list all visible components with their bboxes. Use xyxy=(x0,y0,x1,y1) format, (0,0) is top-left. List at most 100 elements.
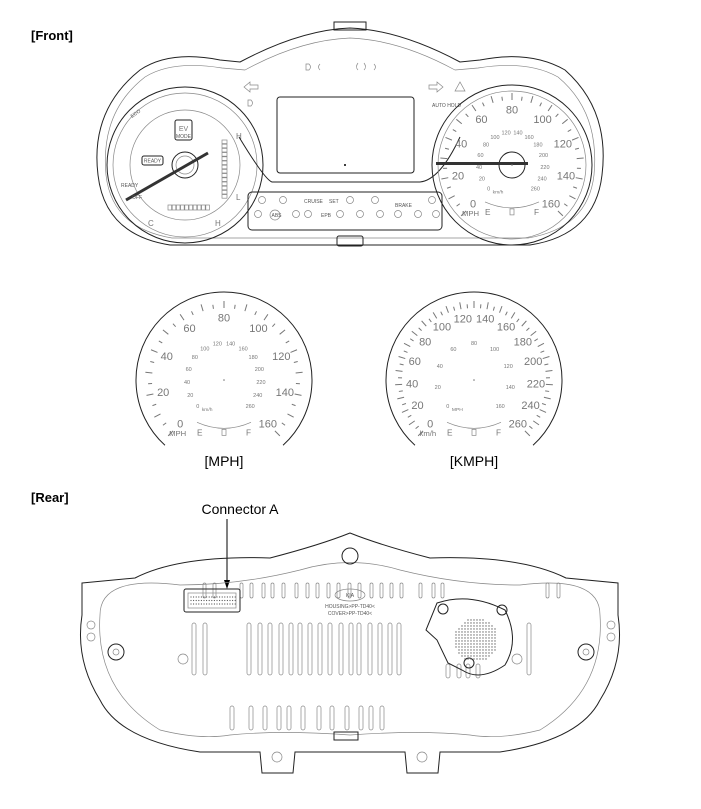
outer-speed-label: 60 xyxy=(475,114,487,126)
fuel-empty-label: E xyxy=(197,428,203,437)
speed-tick xyxy=(263,314,269,321)
inner-speed-label: 80 xyxy=(192,355,198,361)
speed-tick xyxy=(415,425,420,430)
speed-tick xyxy=(499,305,503,313)
speed-tick xyxy=(411,330,418,336)
inner-unit-label: MPH xyxy=(452,407,463,413)
speed-tick xyxy=(521,320,527,327)
speed-tick xyxy=(563,203,568,207)
charge-segment xyxy=(221,169,228,174)
inner-speed-label: 60 xyxy=(450,347,456,353)
inner-speed-label: 20 xyxy=(479,177,485,183)
vent-slot xyxy=(456,663,462,679)
speed-tick xyxy=(294,393,302,396)
outer-speed-label: 140 xyxy=(557,170,575,182)
speed-tick xyxy=(545,369,553,372)
speed-tick xyxy=(179,314,185,321)
cover-material-label: COVER>PP-TD40< xyxy=(328,611,372,617)
inner-speed-label: 160 xyxy=(524,135,533,141)
inner-speed-label: 160 xyxy=(239,346,248,352)
vent-slot xyxy=(262,705,268,731)
inner-speed-label: 60 xyxy=(186,367,192,373)
warning-lamp-icon xyxy=(254,210,262,218)
speed-tick xyxy=(401,403,407,406)
vent-slot xyxy=(418,582,423,599)
outer-speed-label: 240 xyxy=(521,400,539,412)
temp-segment xyxy=(171,204,177,211)
inner-speed-label: 260 xyxy=(246,404,255,410)
mph-caption: [MPH] xyxy=(205,453,244,469)
speed-tick xyxy=(543,396,551,400)
speed-tick xyxy=(146,393,154,396)
vent-slot xyxy=(465,663,471,679)
inner-speed-label: 40 xyxy=(184,380,190,386)
speed-tick xyxy=(539,102,542,107)
vent-slot xyxy=(202,582,207,599)
inner-speed-label: 20 xyxy=(435,385,441,391)
vent-slot xyxy=(368,705,374,731)
temp-segment xyxy=(201,204,206,211)
vent-slot xyxy=(545,582,550,599)
speed-tick xyxy=(440,157,448,160)
inner-speed-label: 160 xyxy=(496,404,505,410)
speed-tick xyxy=(290,349,298,353)
speed-tick xyxy=(417,430,424,437)
speed-tick xyxy=(530,330,537,336)
vent-slot xyxy=(297,622,303,676)
speed-tick xyxy=(399,363,404,366)
inner-speed-label: 220 xyxy=(540,165,549,171)
speed-tick xyxy=(537,342,545,347)
vent-slot xyxy=(281,582,286,599)
warning-lamp-icon xyxy=(356,210,364,218)
charge-segment xyxy=(221,156,228,161)
vent-slot xyxy=(445,663,451,679)
outer-speed-label: 20 xyxy=(157,387,169,399)
vent-slot xyxy=(475,663,481,679)
arrowhead-icon xyxy=(224,580,230,589)
outer-speed-label: 60 xyxy=(409,356,421,368)
arrow-left-icon xyxy=(243,81,259,93)
speed-tick xyxy=(460,210,467,217)
speed-tick xyxy=(291,403,296,407)
inner-speed-label: 100 xyxy=(200,346,209,352)
outer-speed-label: 220 xyxy=(527,378,545,390)
vent-slot xyxy=(212,582,217,599)
outer-speed-label: 100 xyxy=(433,322,451,334)
outer-speed-label: 0 xyxy=(177,419,183,431)
vent-slot xyxy=(270,582,275,599)
vent-slot xyxy=(387,622,393,676)
svg-text:EV: EV xyxy=(179,126,189,133)
speed-tick xyxy=(530,95,534,103)
vent-slot xyxy=(288,622,294,676)
svg-text:H: H xyxy=(236,132,242,141)
vent-slot xyxy=(526,622,532,676)
inner-unit-label: km/h xyxy=(202,407,213,413)
warning-lamp-icon xyxy=(292,210,300,218)
warning-lamp-icon xyxy=(371,196,379,204)
temp-segment xyxy=(176,204,181,211)
speed-tick xyxy=(234,304,236,309)
charge-segment xyxy=(221,139,228,144)
headlamp-icons xyxy=(247,62,376,107)
warning-lamp-icon xyxy=(304,210,312,218)
speed-tick xyxy=(557,210,564,217)
fuel-icon xyxy=(471,429,477,436)
speed-tick xyxy=(492,306,495,311)
vent-slot xyxy=(389,582,394,599)
speed-tick xyxy=(397,396,405,400)
inner-speed-label: 40 xyxy=(437,364,443,370)
warning-lamp-icon xyxy=(394,210,402,218)
charge-segment xyxy=(221,173,228,178)
vent-slot xyxy=(356,622,362,676)
speed-tick xyxy=(150,361,155,363)
vent-slot xyxy=(300,705,306,731)
outer-speed-label: 120 xyxy=(454,314,472,326)
speed-tick xyxy=(555,113,559,118)
speed-tick xyxy=(408,420,416,426)
speed-tick xyxy=(409,338,414,342)
speed-tick xyxy=(541,403,547,406)
charge-segment xyxy=(221,194,228,199)
speed-tick xyxy=(293,361,298,363)
